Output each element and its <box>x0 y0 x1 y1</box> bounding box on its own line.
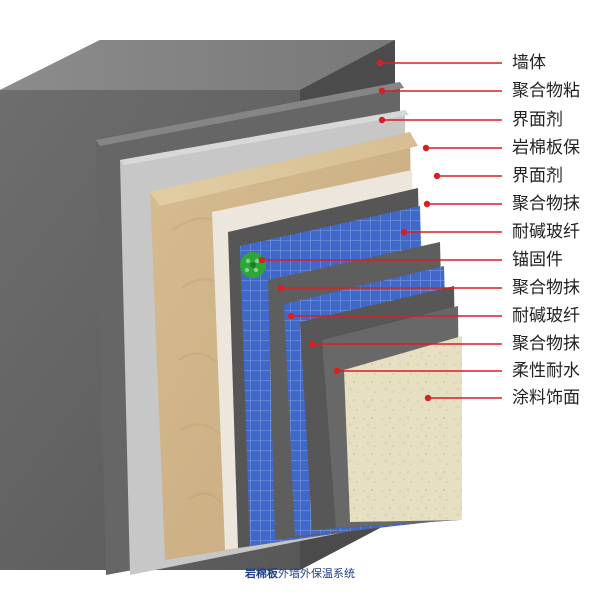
coating-finish-front <box>344 336 462 522</box>
wall-body-top <box>0 40 395 90</box>
layer-label: 界面剂 <box>512 110 563 130</box>
layer-label: 锚固件 <box>512 250 563 270</box>
layer-label: 聚合物抹 <box>512 278 580 298</box>
anchor-hole-2 <box>254 258 260 264</box>
layer-leader-dot <box>376 59 384 67</box>
layer-leader-dot <box>423 200 431 208</box>
layer-leader-dot <box>422 144 430 152</box>
layer-label: 岩棉板保 <box>512 138 580 158</box>
anchor-icon <box>240 252 266 278</box>
coating-finish-layer <box>344 336 462 522</box>
layer-leader-dot <box>277 284 285 292</box>
layer-label: 墙体 <box>512 53 546 73</box>
layer-leader-dot <box>287 312 295 320</box>
layer-leader-lines: 墙体聚合物粘界面剂岩棉板保界面剂聚合物抹耐碱玻纤锚固件聚合物抹耐碱玻纤聚合物抹柔… <box>258 53 580 408</box>
layer-leader-dot <box>400 228 408 236</box>
layer-label: 聚合物抹 <box>512 194 580 214</box>
layer-leader-dot <box>378 87 386 95</box>
layer-label: 界面剂 <box>512 166 563 186</box>
diagram-caption: 岩棉板外墙外保温系统 <box>244 566 355 580</box>
polymer-bond-top <box>96 82 404 146</box>
caption-strong-text: 岩棉板 <box>244 566 279 580</box>
layer-leader-dot <box>258 256 266 264</box>
anchor-hole-4 <box>253 267 259 273</box>
anchor-center <box>250 262 256 268</box>
layer-label: 柔性耐水 <box>512 361 580 381</box>
layer-label: 耐碱玻纤 <box>512 306 580 326</box>
interface-agent-top-1 <box>120 110 409 165</box>
anchor-hole-1 <box>245 258 251 264</box>
layer-label: 聚合物抹 <box>512 334 580 354</box>
layer-label: 聚合物粘 <box>512 81 580 101</box>
rock-wool-texture <box>171 217 223 504</box>
caption-rest-text: 外墙外保温系统 <box>278 566 355 580</box>
layer-leader-dot <box>333 367 341 375</box>
layer-leader-dot <box>378 116 386 124</box>
rock-wool-top <box>150 132 418 206</box>
layer-leader-dot <box>433 172 441 180</box>
layer-leader-dot <box>424 394 432 402</box>
layer-label: 耐碱玻纤 <box>512 222 580 242</box>
layer-leader-dot <box>308 340 316 348</box>
anchor-hole-3 <box>244 267 250 273</box>
layer-label: 涂料饰面 <box>512 388 580 408</box>
